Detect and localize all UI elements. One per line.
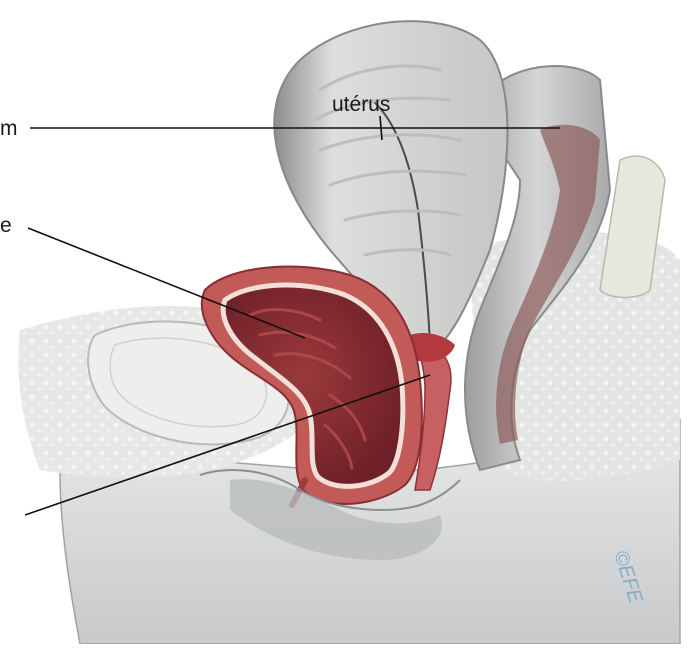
label-top-left: m (0, 118, 18, 139)
label-mid-left: e (0, 215, 12, 236)
label-uterus: utérus (332, 94, 390, 115)
